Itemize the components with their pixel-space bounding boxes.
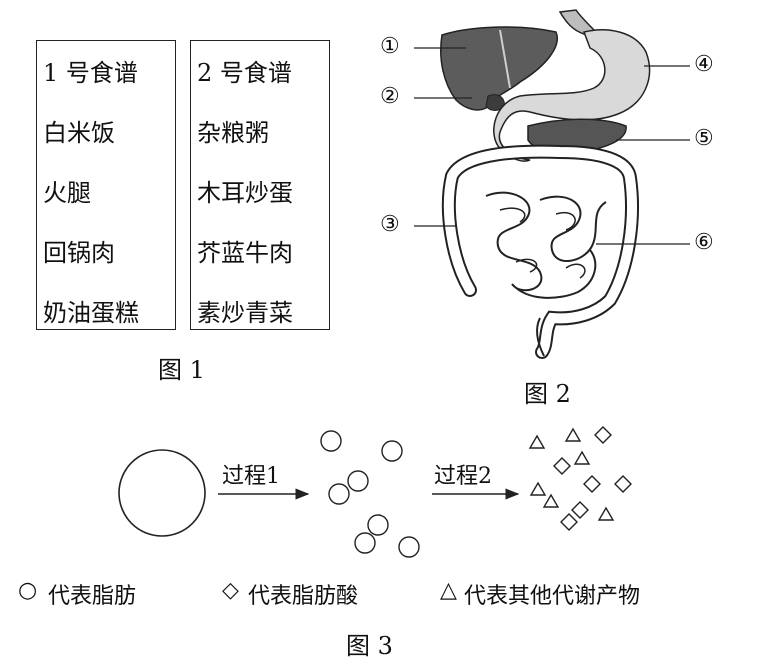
fatty-acid-diamond [583, 475, 601, 493]
legend-fatty-acid-text: 代表脂肪酸 [248, 584, 359, 609]
fat-droplet [354, 532, 376, 554]
stomach [493, 29, 651, 162]
figure-3-caption: 图 3 [346, 632, 393, 660]
liver [440, 26, 558, 111]
menu-1-item: 奶油蛋糕 [43, 299, 139, 327]
menu-2-item: 素炒青菜 [197, 299, 293, 327]
process-1-label: 过程1 [222, 464, 280, 489]
organ-label-2: ② [380, 84, 400, 109]
menu-1-item: 回锅肉 [43, 239, 115, 267]
menu-2-title: 2 号食谱 [197, 59, 292, 87]
organ-label-6: ⑥ [694, 230, 714, 255]
fat-droplet [398, 536, 420, 558]
fat-droplet [381, 440, 403, 462]
menu-2-item: 杂粮粥 [197, 119, 269, 147]
legend-fatty-acid-symbol: ◇ [222, 578, 239, 603]
menu-1-item: 白米饭 [43, 119, 115, 147]
organ-label-3: ③ [380, 212, 400, 237]
menu-1-title: 1 号食谱 [43, 59, 138, 87]
fatty-acids [553, 426, 632, 531]
large-intestine [441, 144, 639, 359]
fatty-acid-diamond [614, 475, 632, 493]
legend-fat-text: 代表脂肪 [48, 584, 137, 609]
legend-fat-symbol: ○ [18, 578, 38, 603]
organ-label-4: ④ [694, 52, 714, 77]
fatty-acid-diamond [594, 426, 612, 444]
figure-2-caption: 图 2 [524, 380, 571, 408]
rectum [536, 317, 545, 357]
other-metabolites [528, 427, 615, 521]
metabolite-triangle [529, 481, 547, 496]
fat-droplet [328, 483, 350, 505]
organ-label-5: ⑤ [694, 126, 714, 151]
fatty-acid-diamond [571, 501, 589, 519]
metabolite-triangle [528, 434, 546, 449]
menu-2-box: 2 号食谱 杂粮粥 木耳炒蛋 芥蓝牛肉 素炒青菜 [190, 40, 330, 330]
fat-droplet [347, 470, 369, 492]
menu-1-box: 1 号食谱 白米饭 火腿 回锅肉 奶油蛋糕 [36, 40, 176, 330]
organ-label-1: ① [380, 34, 400, 59]
small-intestine [485, 191, 607, 299]
legend-metabolite-symbol: △ [440, 578, 457, 603]
menu-2-item: 木耳炒蛋 [197, 179, 293, 207]
fat-droplets-small [320, 430, 420, 558]
fatty-acid-diamond [553, 457, 571, 475]
fatty-acid-diamond [560, 513, 578, 531]
menu-1-item: 火腿 [43, 179, 91, 207]
metabolite-triangle [597, 506, 615, 521]
metabolite-triangle [542, 493, 560, 508]
fat-droplet [320, 430, 342, 452]
fat-droplet-large [118, 449, 206, 537]
process-2-label: 过程2 [434, 464, 492, 489]
fat-droplet [367, 514, 389, 536]
figure-1-caption: 图 1 [158, 356, 205, 384]
metabolite-triangle [564, 427, 582, 442]
menu-2-item: 芥蓝牛肉 [197, 239, 293, 267]
metabolite-triangle [573, 450, 591, 465]
digestive-system-illustration [440, 9, 651, 359]
legend-metabolite-text: 代表其他代谢产物 [464, 584, 641, 609]
